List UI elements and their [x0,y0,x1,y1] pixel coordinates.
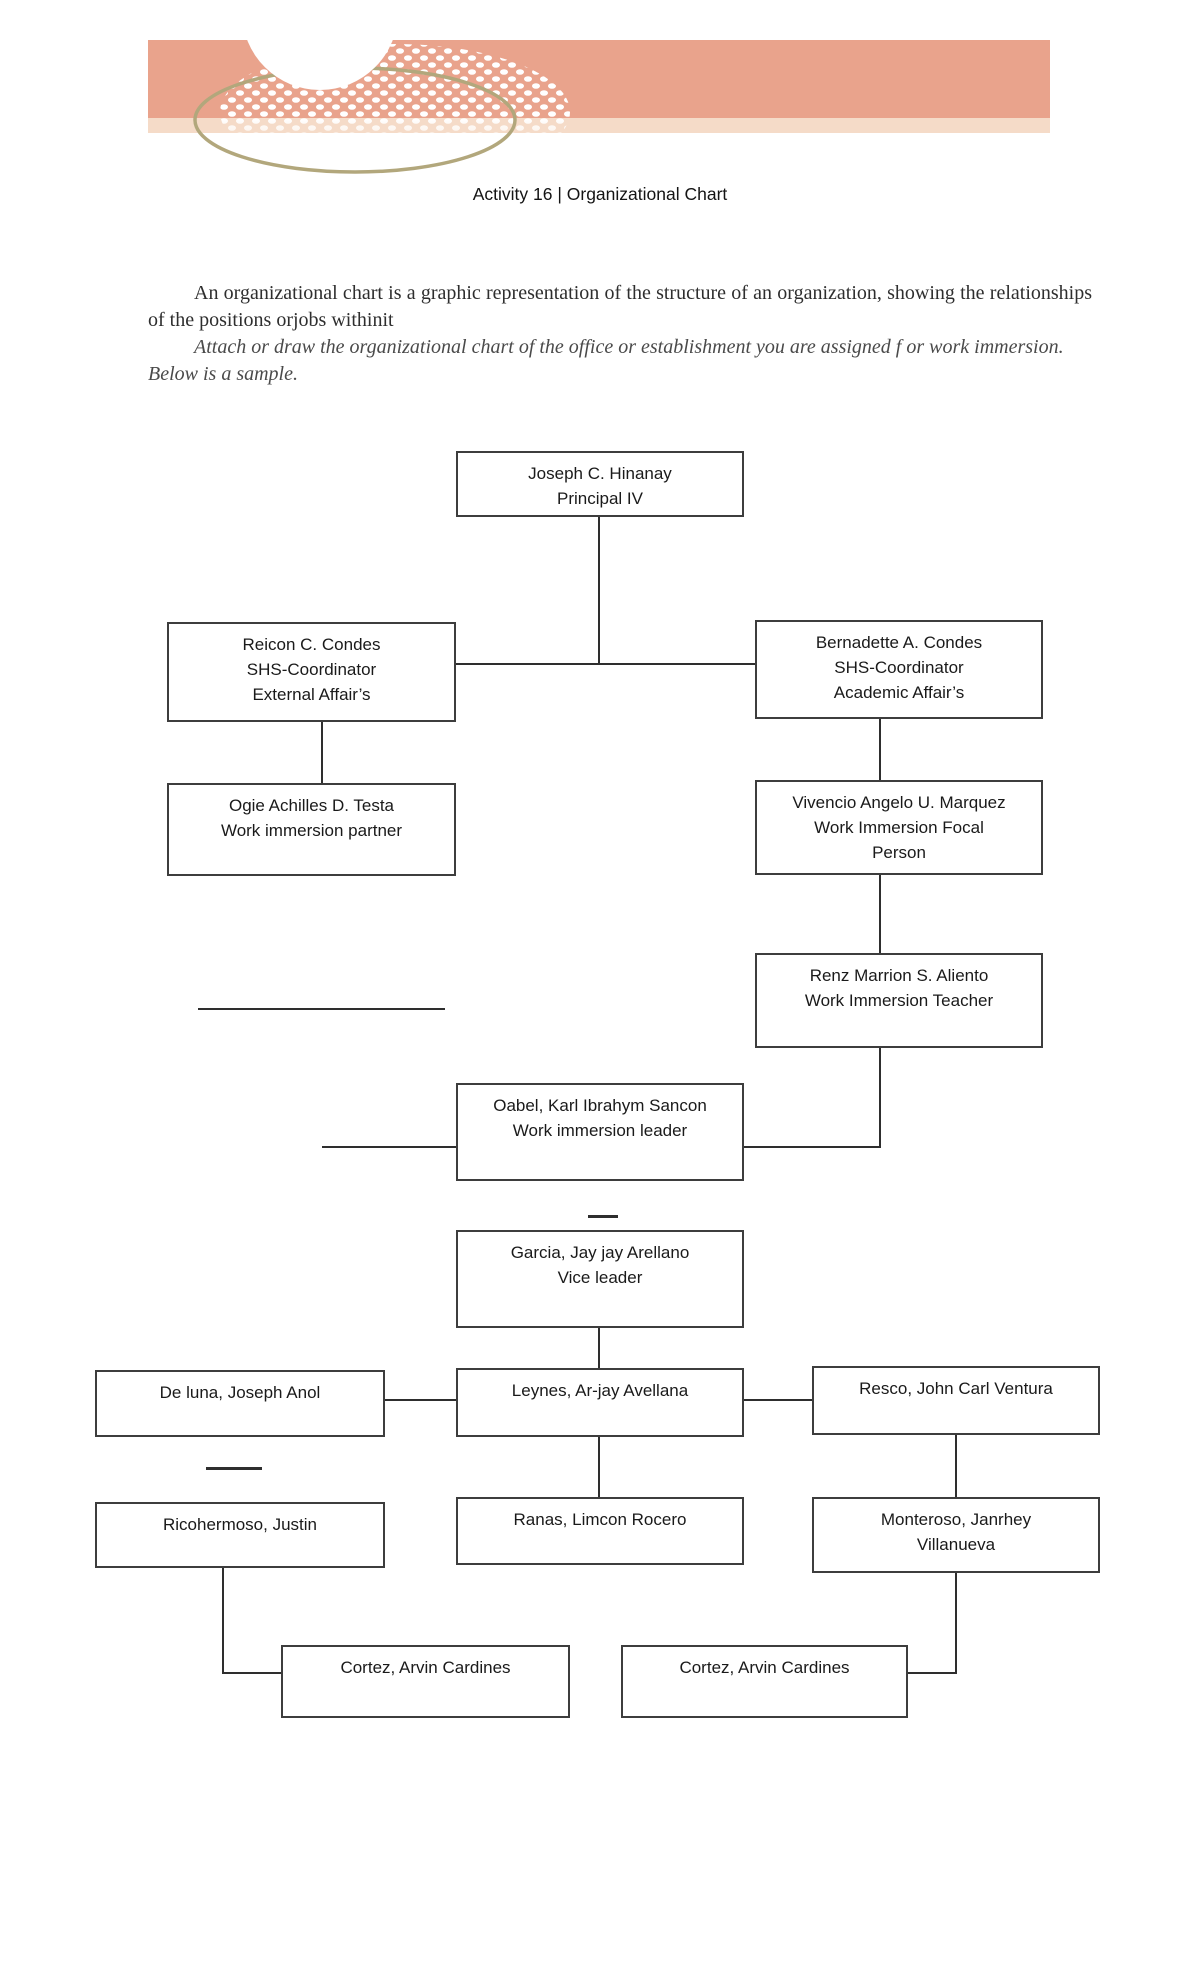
connector-principal-down [598,517,600,665]
org-node-cortez-left: Cortez, Arvin Cardines [281,1645,570,1718]
dash-above-garcia [588,1215,618,1218]
connector-bernadette-vivencio [879,719,881,780]
connector-resco-monteroso [955,1435,957,1497]
connector-cortez-right-stub [908,1672,956,1674]
connector-vivencio-renz [879,875,881,953]
org-node-focal-person: Vivencio Angelo U. Marquez Work Immersio… [755,780,1043,875]
connector-oabel-left-stub [322,1146,456,1148]
connector-renz-down [879,1048,881,1148]
notch-circle-decoration [247,40,393,90]
org-node-ricohermoso: Ricohermoso, Justin [95,1502,385,1568]
org-node-shs-academic-coordinator: Bernadette A. Condes SHS-Coordinator Aca… [755,620,1043,719]
intro-instruction-paragraph: Attach or draw the organizational chart … [148,336,1064,385]
connector-oabel-right [744,1146,881,1148]
connector-leynes-ranas [598,1437,600,1497]
connector-coordinators-horizontal [456,663,755,665]
org-node-leynes: Leynes, Ar-jay Avellana [456,1368,744,1437]
org-node-deluna: De luna, Joseph Anol [95,1370,385,1437]
org-node-cortez-right: Cortez, Arvin Cardines [621,1645,908,1718]
header-banner [148,40,1050,180]
org-node-ranas: Ranas, Limcon Rocero [456,1497,744,1565]
connector-monteroso-down [955,1573,957,1674]
page-title: Activity 16 | Organizational Chart [472,184,728,204]
stray-line-left [198,1008,445,1010]
org-node-monteroso: Monteroso, Janrhey Villanueva [812,1497,1100,1573]
intro-paragraph: An organizational chart is a graphic rep… [148,282,1092,331]
org-node-work-immersion-teacher: Renz Marrion S. Aliento Work Immersion T… [755,953,1043,1048]
org-node-principal: Joseph C. Hinanay Principal IV [456,451,744,517]
connector-garcia-leynes [598,1328,600,1368]
org-node-vice-leader: Garcia, Jay jay Arellano Vice leader [456,1230,744,1328]
connector-deluna-leynes [385,1399,456,1401]
connector-reicon-ogie [321,722,323,783]
connector-to-cortez-left [222,1672,281,1674]
dash-above-ricohermoso [206,1467,262,1470]
org-node-shs-external-coordinator: Reicon C. Condes SHS-Coordinator Externa… [167,622,456,722]
connector-leynes-resco [744,1399,812,1401]
org-node-work-immersion-partner: Ogie Achilles D. Testa Work immersion pa… [167,783,456,876]
intro-text: An organizational chart is a graphic rep… [148,280,1092,388]
org-node-resco: Resco, John Carl Ventura [812,1366,1100,1435]
org-node-work-immersion-leader: Oabel, Karl Ibrahym Sancon Work immersio… [456,1083,744,1181]
connector-ricohermoso-down [222,1568,224,1674]
